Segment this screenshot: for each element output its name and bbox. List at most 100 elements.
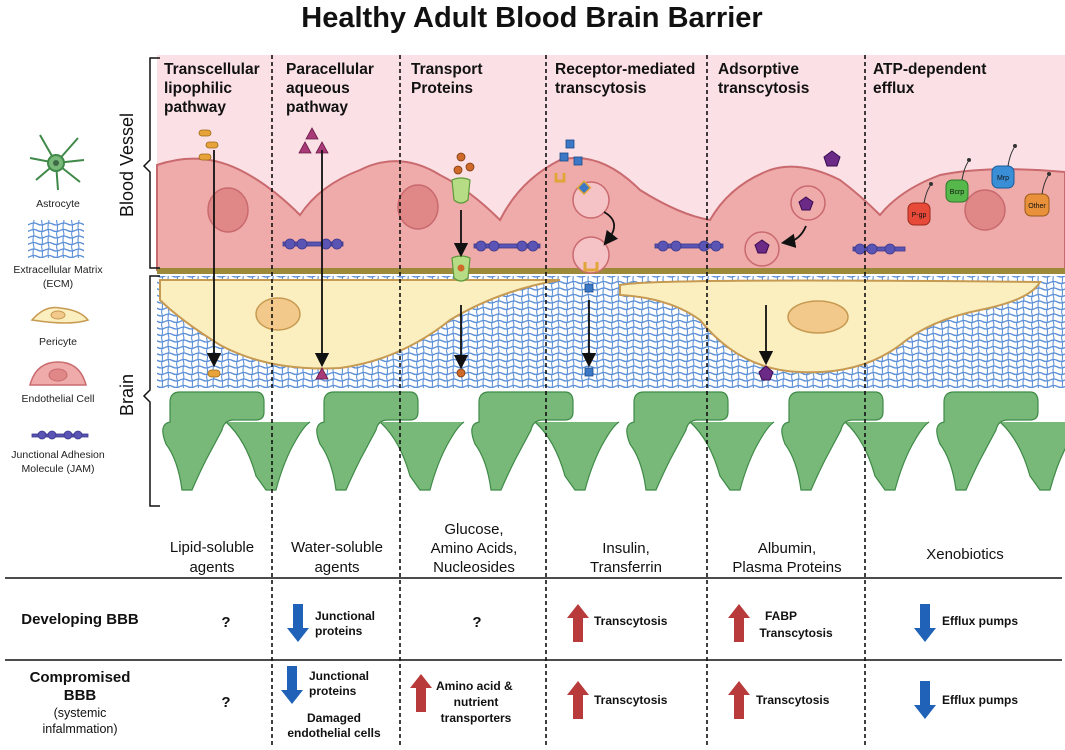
compromised-bbb-label-l2: BBB	[64, 687, 97, 704]
efflux-transporters: P-gp Bcrp Mrp Other	[907, 144, 1051, 226]
col1-header-l2: lipophilic	[164, 80, 232, 97]
comp-col2-l1: Junctional	[309, 669, 369, 683]
pgp-transporter	[907, 202, 931, 226]
endothelial-layer	[156, 157, 1065, 274]
endothelial-nucleus	[964, 189, 1006, 231]
pericyte-nucleus	[255, 297, 301, 331]
comp-col3-l1: Amino acid &	[436, 679, 513, 693]
adsorptive-vesicle-arrow	[780, 225, 807, 248]
other-label: Other	[1028, 203, 1046, 210]
cargo-3-l3: Nucleosides	[433, 559, 515, 576]
col4-header-l2: transcytosis	[555, 80, 646, 97]
nutrient-molecules	[453, 152, 475, 378]
jam-molecule	[473, 240, 541, 252]
comp-col5-l1: Transcytosis	[756, 693, 830, 707]
col6-header-l2: efflux	[873, 80, 915, 97]
lipid-molecules	[198, 129, 221, 378]
jam-molecule	[852, 243, 906, 255]
adsorptive-vesicle	[744, 231, 780, 267]
cargo-4-l1: Insulin,	[602, 540, 650, 557]
transcytotic-vesicle	[572, 236, 610, 274]
mrp-transporter	[991, 165, 1015, 189]
legend-jam-l2: Molecule (JAM)	[22, 463, 95, 475]
down-arrow-icon	[914, 681, 936, 719]
other-transporter	[1024, 193, 1050, 217]
cargo-1-l1: Lipid-soluble	[170, 539, 254, 556]
astrocyte-endfeet	[162, 391, 1065, 491]
up-arrow-icon	[728, 604, 750, 642]
compromised-bbb-label-l3: (systemic	[54, 706, 107, 720]
mrp-label: Mrp	[997, 175, 1009, 182]
legend-jam-l1: Junctional Adhesion	[11, 449, 105, 461]
endothelial-nucleus	[207, 187, 249, 233]
astrocyte-icon	[29, 134, 85, 191]
dev-col2-l1: Junctional	[315, 609, 375, 623]
col2-header-l2: aqueous	[286, 80, 350, 97]
diagram-title: Healthy Adult Blood Brain Barrier	[301, 2, 762, 34]
bcrp-label: Bcrp	[950, 189, 965, 196]
comp-col1-unknown: ?	[221, 694, 230, 711]
col2-header-l1: Paracellular	[286, 61, 374, 78]
comp-col3-l2: nutrient	[454, 695, 499, 709]
endothelial-nucleus	[397, 184, 439, 230]
legend-pericyte: Pericyte	[39, 336, 77, 348]
dev-col2-l2: proteins	[315, 624, 363, 638]
albumin-molecules	[754, 150, 841, 381]
comp-col3-l3: transporters	[441, 711, 512, 725]
ecm-icon	[28, 220, 84, 258]
down-arrow-icon	[914, 604, 936, 642]
brain-label: Brain	[117, 374, 137, 416]
comp-col2-extra1: Damaged	[307, 711, 361, 725]
vesicle-arrow	[603, 211, 619, 246]
compromised-row: ? Junctional proteins Damaged endothelia…	[221, 666, 1018, 740]
cargo-5-l1: Albumin,	[758, 540, 816, 557]
cargo-1-l2: agents	[189, 559, 234, 576]
jam-molecules	[282, 238, 906, 255]
comp-col2-l2: proteins	[309, 684, 357, 698]
compromised-bbb-label-l1: Compromised	[30, 669, 131, 686]
dev-col3-unknown: ?	[472, 614, 481, 631]
down-arrow-icon	[287, 604, 309, 642]
dev-col1-unknown: ?	[221, 614, 230, 631]
bcrp-transporter	[945, 179, 969, 203]
cargo-labels: Lipid-soluble agents Water-soluble agent…	[170, 521, 1004, 576]
basement-membrane	[157, 268, 1065, 274]
col1-header-l3: pathway	[164, 99, 226, 116]
legend-endothelial: Endothelial Cell	[22, 393, 95, 405]
pericyte	[159, 279, 561, 370]
legend-ecm-l1: Extracellular Matrix	[13, 264, 103, 276]
col2-header-l3: pathway	[286, 99, 348, 116]
legend: Astrocyte Extracellular Matrix (ECM) Per…	[11, 134, 105, 475]
blood-vessel-bracket	[142, 57, 160, 269]
col3-header-l2: Proteins	[411, 80, 473, 97]
adsorptive-vesicle	[790, 185, 826, 221]
pgp-label: P-gp	[912, 212, 927, 219]
cargo-2-l1: Water-soluble	[291, 539, 383, 556]
compromised-bbb-label-l4: infalmmation)	[42, 722, 117, 736]
up-arrow-icon	[410, 674, 432, 712]
insulin-molecules	[559, 139, 594, 377]
jam-molecule	[654, 240, 724, 252]
jam-molecule	[282, 238, 344, 250]
developing-row: ? Junctional proteins ? Transcytosis FAB…	[221, 604, 1018, 642]
legend-ecm-l2: (ECM)	[43, 278, 73, 290]
cargo-5-l2: Plasma Proteins	[732, 559, 841, 576]
water-soluble-molecules	[298, 127, 329, 380]
column-dividers	[271, 55, 866, 745]
cargo-6-l1: Xenobiotics	[926, 546, 1004, 563]
developing-bbb-label: Developing BBB	[21, 611, 139, 628]
col5-header-l1: Adsorptive	[718, 61, 799, 78]
blood-vessel-label: Blood Vessel	[117, 113, 137, 217]
col1-header-l1: Transcellular	[164, 61, 260, 78]
column-headers: Transcellular lipophilic pathway Paracel…	[164, 61, 986, 116]
cargo-4-l2: Transferrin	[590, 559, 662, 576]
up-arrow-icon	[567, 604, 589, 642]
up-arrow-icon	[567, 681, 589, 719]
up-arrow-icon	[728, 681, 750, 719]
col4-header-l1: Receptor-mediated	[555, 61, 695, 78]
comp-col4-l1: Transcytosis	[594, 693, 668, 707]
comp-col2-extra2: endothelial cells	[287, 726, 381, 740]
dev-col4-l1: Transcytosis	[594, 614, 668, 628]
